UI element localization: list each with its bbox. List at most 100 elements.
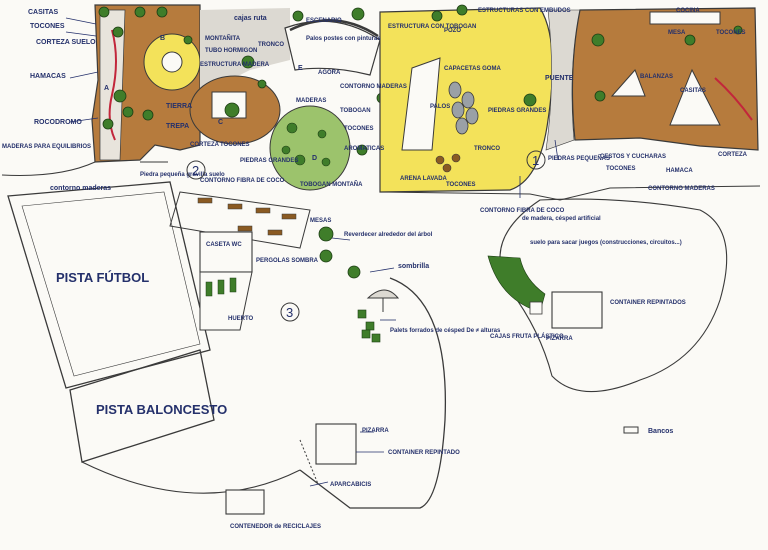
sand-zone-trees — [431, 4, 537, 107]
garden-beds — [205, 277, 237, 297]
label-tierra: TIERRA — [166, 103, 192, 110]
basketball-court — [69, 349, 215, 463]
gravel-band-topleft — [200, 8, 290, 95]
label-hamaca: HAMACA — [666, 168, 693, 174]
label-maderas-equilibrios: MADERAS PARA EQUILIBRIOS — [2, 144, 91, 150]
label-piedras-grandes-2: PIEDRAS GRANDES — [240, 158, 298, 164]
lower-boundary — [81, 461, 301, 494]
label-palos-pinturas: Palos postes con pinturas — [306, 36, 381, 42]
label-huerto: HUERTO — [228, 316, 254, 322]
agora-stage-arc — [289, 19, 379, 38]
fruit-crates — [529, 301, 543, 315]
zone-letter-e: E — [298, 65, 303, 72]
label-tocones-mid2: TOCONES — [344, 126, 374, 132]
hut-left — [610, 69, 646, 97]
pergola-structure — [169, 191, 311, 249]
label-mesa: MESA — [668, 30, 686, 36]
palets-group — [357, 309, 381, 343]
container-right — [551, 291, 603, 329]
label-piedras-grandes: PIEDRAS GRANDES — [488, 108, 546, 114]
container-bottom — [315, 423, 357, 465]
label-trepa: TREPA — [166, 123, 189, 130]
label-corteza-suelo: CORTEZA SUELO — [36, 39, 96, 46]
caseta-wc — [199, 231, 253, 273]
label-contorno-maderas-mid: CONTORNO MADERAS — [340, 84, 407, 90]
label-de-madera: de madera, césped artificial — [522, 216, 601, 222]
label-tocones-tr: TOCONES — [716, 30, 746, 36]
label-maderas: MADERAS — [296, 98, 326, 104]
label-contorno-maderas-left: contorno maderas — [50, 185, 111, 192]
label-corteza-left: CORTEZA — [190, 142, 220, 148]
label-piedras-pequenas: PIEDRAS PEQUEÑAS — [548, 155, 610, 162]
label-tocones-yellow: TOCONES — [446, 182, 476, 188]
label-corteza-right: CORTEZA — [718, 152, 748, 158]
tree-reverdecer — [318, 226, 361, 279]
label-pergolas-sombra: PERGOLAS SOMBRA — [256, 258, 319, 264]
label-pizarra-right: PIZARRA — [546, 336, 573, 342]
zone-number-1: 1 — [532, 153, 539, 168]
hammock-red — [714, 77, 753, 121]
label-cajas-fruta: CAJAS FRUTA PLÁSTICO — [490, 333, 564, 340]
label-cajas-ruta: cajas ruta — [234, 15, 267, 22]
label-tobogan: TOBOGAN — [340, 108, 371, 114]
upper-boundary-line — [1, 161, 761, 201]
label-tronco-top: TRONCO — [258, 42, 284, 48]
label-palets: Palets forrados de césped De ≠ alturas — [390, 328, 501, 334]
bench-legend-symbol — [623, 426, 639, 434]
zone-number-1-circle — [526, 150, 546, 170]
zone-number-3-circle — [280, 302, 300, 322]
zone-letter-d: D — [312, 155, 317, 162]
zone-number-3: 3 — [286, 305, 293, 320]
label-pista-futbol: PISTA FÚTBOL — [56, 270, 149, 285]
label-tobogan-montana: TOBOGAN MONTAÑA — [300, 181, 363, 188]
label-rocodromo: ROCODROMO — [34, 119, 82, 126]
label-aromaticas: AROMATICAS — [344, 146, 384, 152]
label-estructura-tobogan: ESTRUCTURA CON TOBOGAN — [388, 24, 476, 30]
label-contorno-fibra-coco-left: CONTORNO FIBRA DE COCO — [200, 178, 285, 184]
label-tocones-mid: TOCONES — [220, 142, 250, 148]
pointer-lines — [65, 17, 559, 487]
zone-number-2-circle — [186, 160, 206, 180]
label-estructura-madera: ESTRUCTURA MADERA — [200, 62, 270, 68]
label-contenedor-reciclajes: CONTENEDOR de RECICLAJES — [230, 524, 321, 530]
label-cocina: COCINA — [676, 8, 700, 14]
label-pozo: POZO — [444, 28, 461, 34]
label-escenario: ESCENARIO — [306, 18, 342, 24]
zone-letter-a: A — [104, 85, 109, 92]
label-contorno-fibra-coco-right: CONTORNO FIBRA DE COCO — [480, 208, 565, 214]
label-tocones-right: TOCONES — [606, 166, 636, 172]
label-estructuras-embudos: ESTRUCTURAS CON EMBUDOS — [478, 8, 571, 14]
label-pizarra-bottom: PIZARRA — [362, 428, 389, 434]
tire-seats — [448, 81, 479, 135]
kitchen-unit — [649, 11, 721, 25]
pergola-beams — [197, 197, 297, 236]
zone-d-plants — [281, 122, 331, 167]
label-container-repintados-right: CONTAINER REPINTADOS — [610, 300, 686, 306]
label-palos: PALOS — [430, 104, 450, 110]
recycling-container — [225, 489, 265, 515]
label-bancos-legend: Bancos — [648, 428, 673, 435]
football-pitch — [7, 181, 211, 389]
zone-letter-c: C — [218, 119, 223, 126]
label-suelo-sacar-juegos: suelo para sacar juegos (construcciones,… — [530, 240, 682, 246]
label-caseta-wc: CASETA WC — [206, 242, 242, 248]
label-aparcabicis: APARCABICIS — [330, 482, 371, 488]
football-pitch-inner — [21, 191, 201, 377]
label-balanzas: BALANZAS — [640, 74, 673, 80]
label-casitas: CASITAS — [28, 9, 59, 16]
label-contorno-maderas-right: CONTORNO MADERAS — [648, 186, 715, 192]
label-casitas-tr: CASITAS — [680, 88, 706, 94]
slide-structure — [401, 57, 441, 151]
label-piedra-pequena: Piedra pequeña gravilla suelo — [140, 172, 225, 178]
label-mesas: MESAS — [310, 218, 331, 224]
label-tubo-hormigon: TUBO HORMIGON — [205, 48, 257, 54]
label-arena-lavada: ARENA LAVADA — [400, 176, 448, 182]
zone-letter-b: B — [160, 35, 165, 42]
kitchen-trees — [591, 25, 743, 102]
label-reverdecer: Reverdecer alrededor del árbol — [344, 232, 433, 238]
hut-right — [669, 68, 721, 126]
label-hamacas: HAMACAS — [30, 73, 66, 80]
label-container-repintado-bottom: CONTAINER REPINTADO — [388, 450, 460, 456]
pedestrian-path — [299, 277, 447, 509]
